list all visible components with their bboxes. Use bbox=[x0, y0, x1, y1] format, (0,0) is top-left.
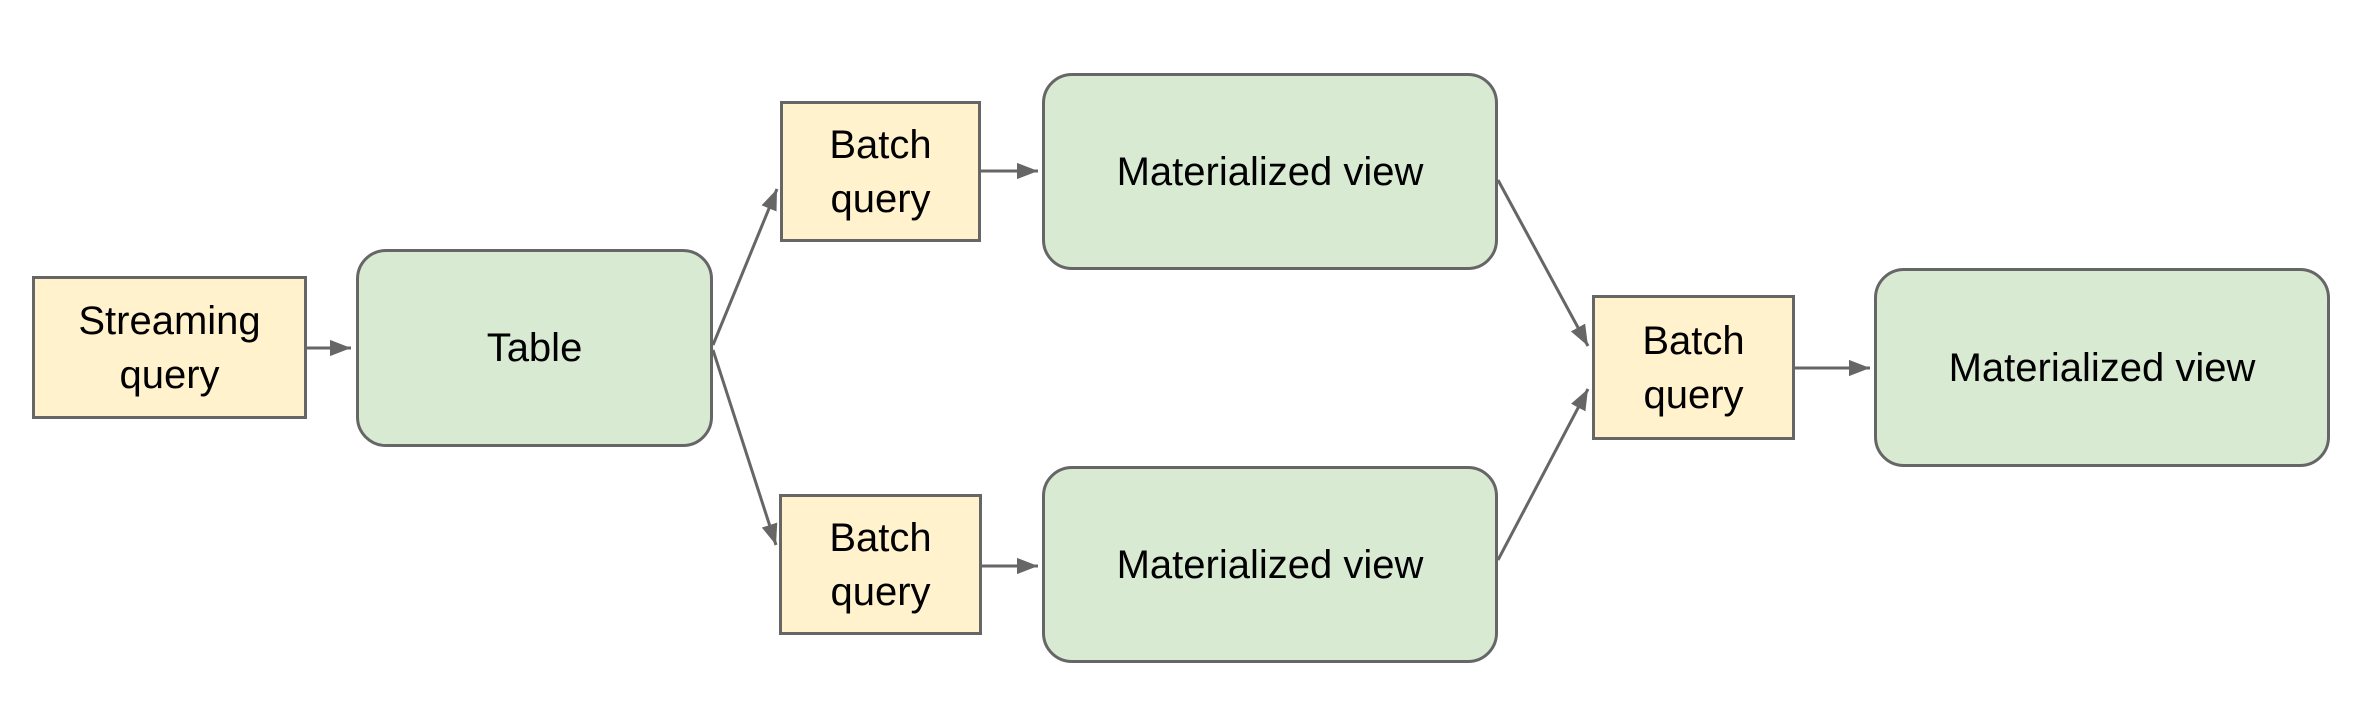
node-table-label: Table bbox=[486, 326, 583, 370]
node-batch-query-right-label: Batch query bbox=[1642, 318, 1745, 417]
edge-materialized-view-top-to-batch-query-right bbox=[1496, 179, 1590, 347]
node-batch-query-bottom-label: Batch query bbox=[829, 515, 932, 614]
node-materialized-view-top-label: Materialized view bbox=[1116, 149, 1424, 194]
node-batch-query-right: Batch query bbox=[1592, 295, 1795, 440]
node-batch-query-bottom: Batch query bbox=[779, 494, 982, 635]
node-streaming-query-label: Streaming query bbox=[78, 298, 261, 397]
node-streaming-query: Streaming query bbox=[32, 276, 307, 419]
node-materialized-view-right-label: Materialized view bbox=[1948, 345, 2256, 390]
edge-table-to-batch-query-bottom bbox=[711, 349, 778, 546]
node-materialized-view-bottom-label: Materialized view bbox=[1116, 542, 1424, 587]
edge-table-to-batch-query-top bbox=[711, 188, 779, 346]
node-materialized-view-top: Materialized view bbox=[1042, 73, 1498, 270]
node-table: Table bbox=[356, 249, 713, 447]
node-batch-query-top: Batch query bbox=[780, 101, 981, 242]
node-materialized-view-right: Materialized view bbox=[1874, 268, 2330, 467]
node-materialized-view-bottom: Materialized view bbox=[1042, 466, 1498, 663]
edge-materialized-view-bottom-to-batch-query-right bbox=[1496, 388, 1590, 561]
node-batch-query-top-label: Batch query bbox=[829, 122, 932, 221]
